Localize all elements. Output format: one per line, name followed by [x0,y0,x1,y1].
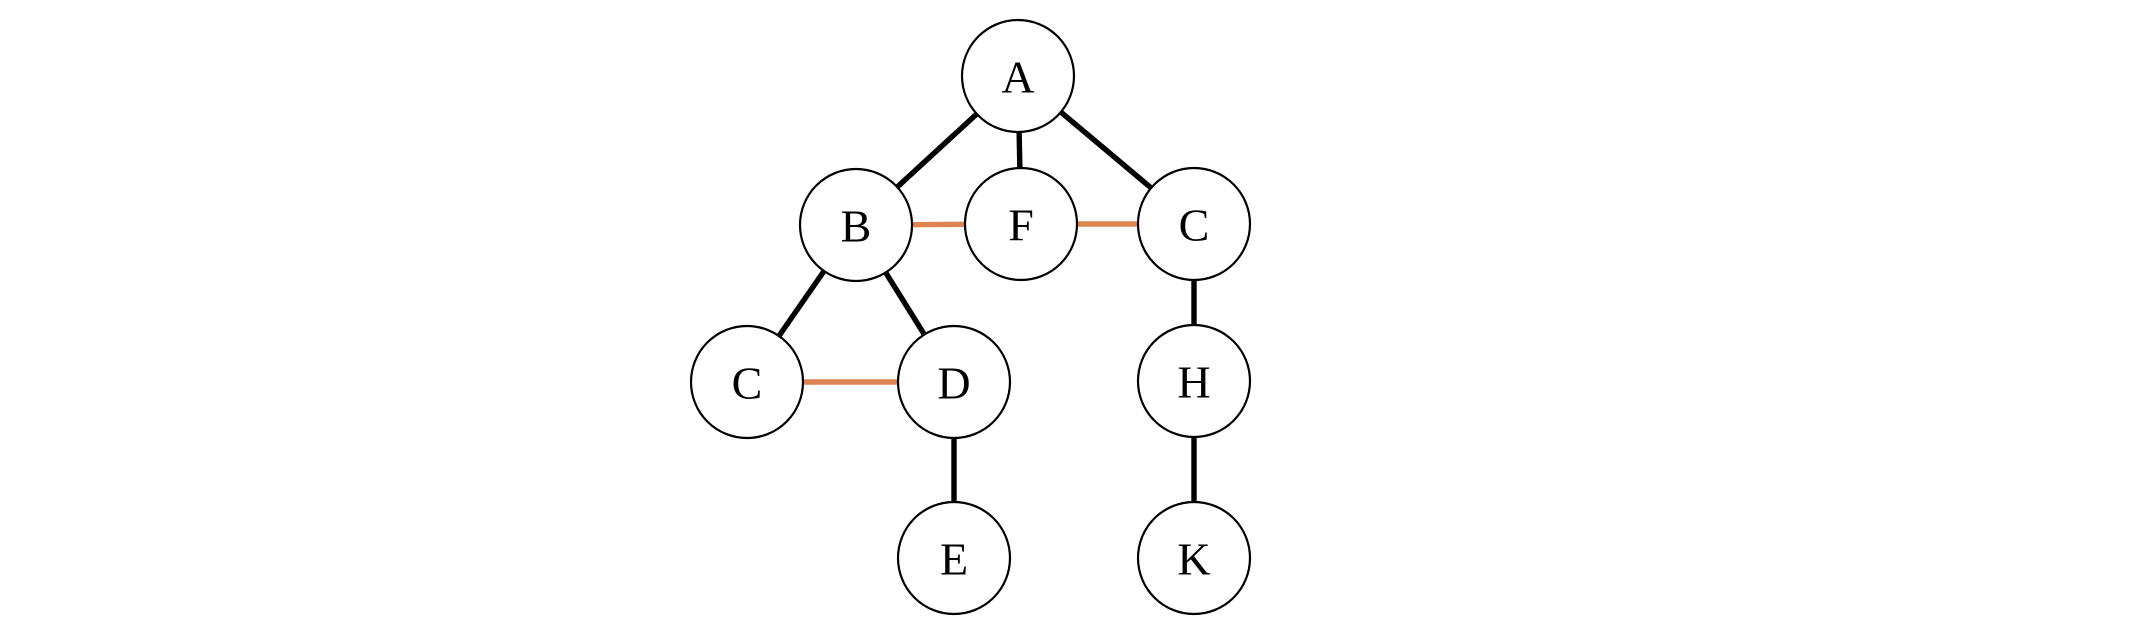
node-label-F: F [1008,200,1034,251]
edge-layer [776,109,1197,504]
node-D[interactable]: D [896,324,1012,440]
node-A[interactable]: A [960,18,1076,134]
node-circle-D[interactable] [896,324,1012,440]
edge-A-B [894,111,980,190]
node-label-E: E [940,534,968,585]
node-B[interactable]: B [798,167,914,283]
node-label-A: A [1001,52,1034,103]
node-circle-E[interactable] [896,500,1012,616]
node-circle-K[interactable] [1136,500,1252,616]
node-label-D: D [937,358,970,409]
node-F[interactable]: F [963,166,1079,282]
node-C2[interactable]: C [689,324,805,440]
node-circle-B[interactable] [798,167,914,283]
node-K[interactable]: K [1136,500,1252,616]
node-E[interactable]: E [896,500,1012,616]
edge-A-F [1016,130,1023,170]
node-C1[interactable]: C [1136,166,1252,282]
node-label-K: K [1177,534,1210,585]
node-circle-H[interactable] [1136,323,1252,439]
node-circle-C2[interactable] [689,324,805,440]
node-label-C1: C [1179,200,1210,251]
node-circle-F[interactable] [963,166,1079,282]
node-layer: A B F C C D H E K [689,18,1252,616]
edge-B-C2 [776,268,827,339]
node-label-C2: C [732,358,763,409]
node-label-B: B [841,201,872,252]
node-circle-A[interactable] [960,18,1076,134]
edge-A-C1 [1058,109,1154,191]
edge-B-D [882,270,928,337]
node-circle-C1[interactable] [1136,166,1252,282]
node-label-H: H [1177,357,1210,408]
node-H[interactable]: H [1136,323,1252,439]
